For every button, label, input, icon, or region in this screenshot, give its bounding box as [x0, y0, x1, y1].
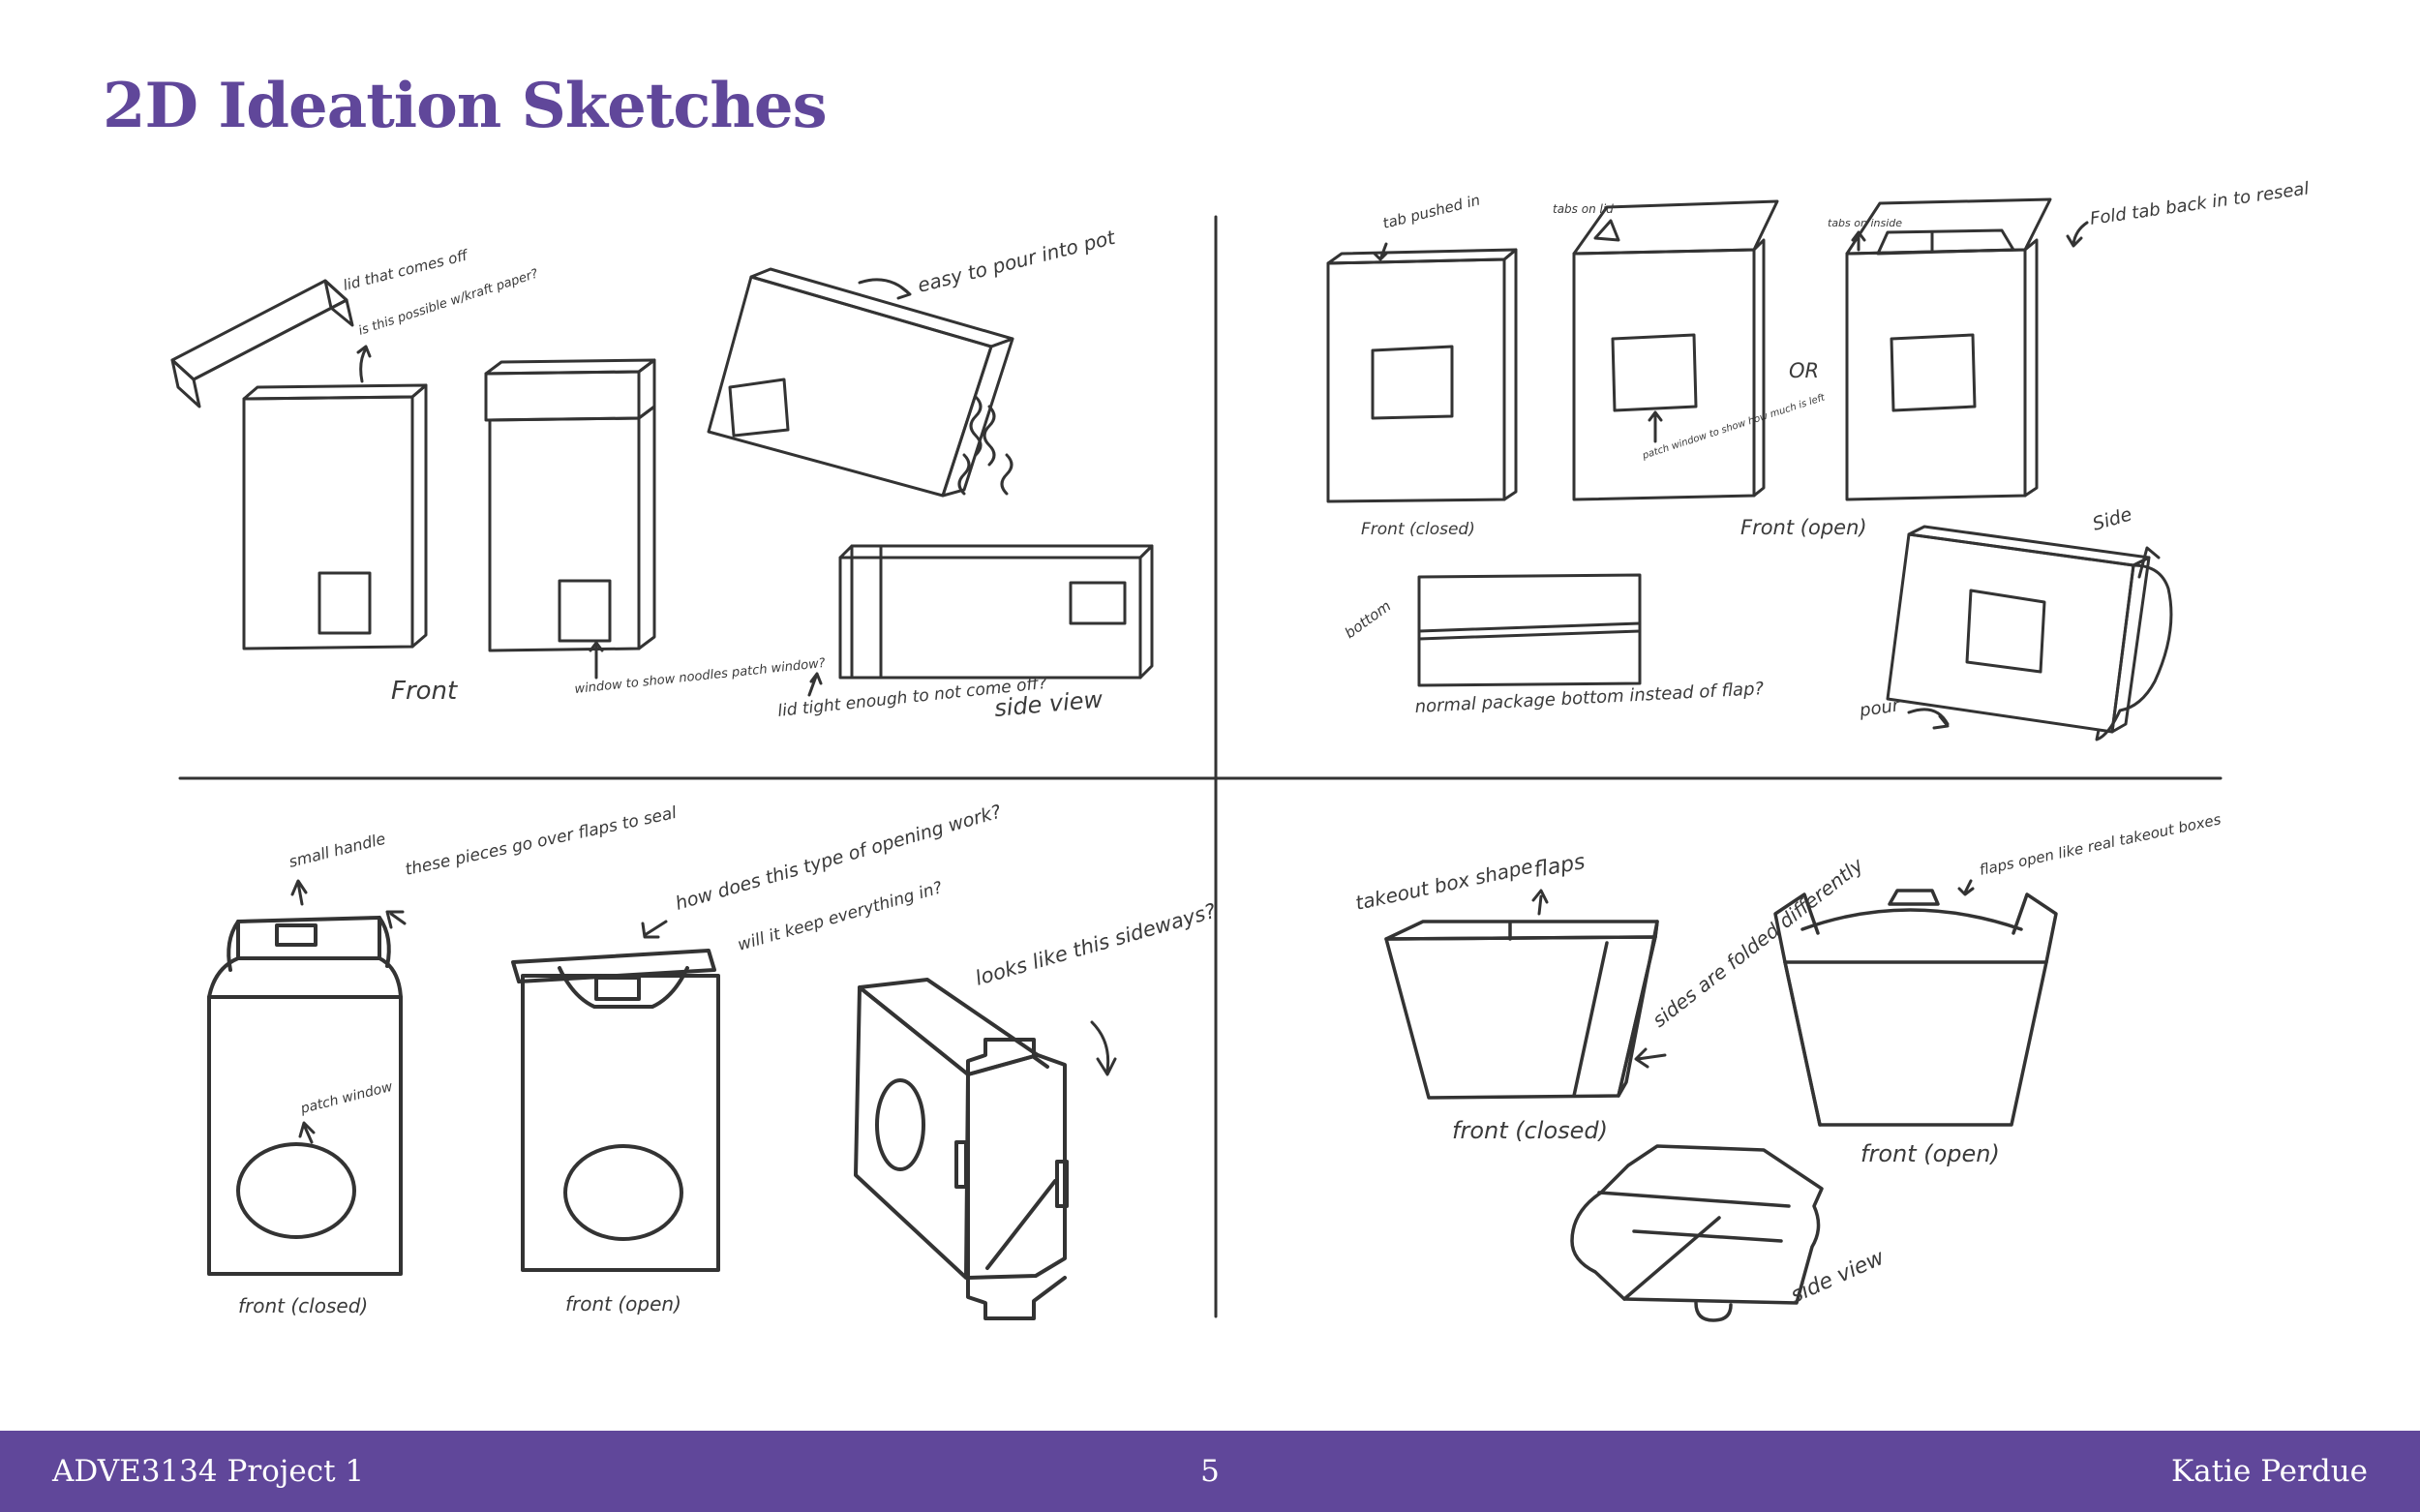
- q3-note-front-open: front (open): [565, 1292, 681, 1315]
- q3-note-small-handle: small handle: [287, 830, 387, 871]
- footer-page-number: 5: [1200, 1454, 1220, 1489]
- q1-box-with-lid: [484, 358, 656, 652]
- q4-note-front-open: front (open): [1860, 1140, 2000, 1167]
- q1-tilted-pour-box: [707, 267, 1014, 498]
- q3-note-pieces: these pieces go over flaps to seal: [404, 803, 679, 880]
- q2-note-or: OR: [1789, 359, 1819, 382]
- q4-note-flaps-open: flaps open like real takeout boxes: [1978, 810, 2223, 879]
- q2-side-pour-box: [1886, 525, 2173, 741]
- q2-box-open-inside: [1845, 197, 2052, 501]
- q3-note-patch-window: patch window: [298, 1079, 395, 1117]
- q4-takeout-closed: [1384, 920, 1659, 1100]
- q2-note-side: Side: [2090, 503, 2134, 534]
- q4-note-sides-folded: sides are folded differently: [1648, 853, 1868, 1032]
- q2-box-closed: [1326, 248, 1518, 503]
- footer-author: Katie Perdue: [2171, 1454, 2368, 1489]
- q3-note-front-closed: front (closed): [238, 1294, 368, 1317]
- q1-note-lid-off: lid that comes off: [342, 246, 471, 294]
- q3-sideways-box: [854, 978, 1069, 1320]
- q2-note-tabs-inside: tabs on inside: [1828, 217, 1902, 229]
- q1-box-front: [242, 383, 428, 650]
- q4-note-flaps: flaps: [1532, 850, 1588, 883]
- q2-note-front-open: Front (open): [1740, 516, 1867, 539]
- q2-bottom-view: [1417, 573, 1642, 687]
- q1-note-window: window to show noodles patch window?: [574, 656, 827, 697]
- ideation-sketches: lid that comes off is this possible w/kr…: [170, 178, 2311, 1322]
- q3-box-closed: [207, 916, 403, 1276]
- q1-note-front: Front: [391, 677, 458, 706]
- q2-note-tabs-lid: tabs on lid: [1553, 202, 1614, 216]
- q2-box-open-tabs: [1572, 199, 1779, 501]
- q4-takeout-side: [1570, 1144, 1824, 1322]
- q2-note-patch-window: patch window to show how much is left: [1641, 392, 1828, 462]
- q3-note-keep-in: will it keep everything in?: [736, 878, 945, 955]
- q3-note-sideways: looks like this sideways?: [973, 899, 1219, 990]
- q2-note-tab-pushed: tab pushed in: [1381, 192, 1482, 232]
- sketch-area: lid that comes off is this possible w/kr…: [170, 178, 2311, 1322]
- q3-box-open: [511, 949, 720, 1272]
- footer-course: ADVE3134 Project 1: [52, 1454, 365, 1489]
- q2-note-bottom: bottom: [1342, 597, 1394, 642]
- q1-note-easy-pour: easy to pour into pot: [915, 226, 1118, 297]
- q2-note-front-closed: Front (closed): [1361, 520, 1475, 539]
- page-title: 2D Ideation Sketches: [103, 70, 828, 142]
- q3-note-how-open: how does this type of opening work?: [673, 801, 1004, 914]
- footer-bar: ADVE3134 Project 1 5 Katie Perdue: [0, 1431, 2420, 1512]
- q1-lid-sketch: [170, 279, 354, 408]
- q4-note-takeout-shape: takeout box shape: [1353, 855, 1534, 915]
- q1-side-view-box: [838, 544, 1154, 680]
- q4-takeout-open: [1773, 889, 2058, 1127]
- q2-note-pour: pour: [1858, 695, 1902, 721]
- q2-note-fold-tab: Fold tab back in to reseal: [2089, 178, 2311, 229]
- q4-note-front-closed: front (closed): [1452, 1117, 1608, 1144]
